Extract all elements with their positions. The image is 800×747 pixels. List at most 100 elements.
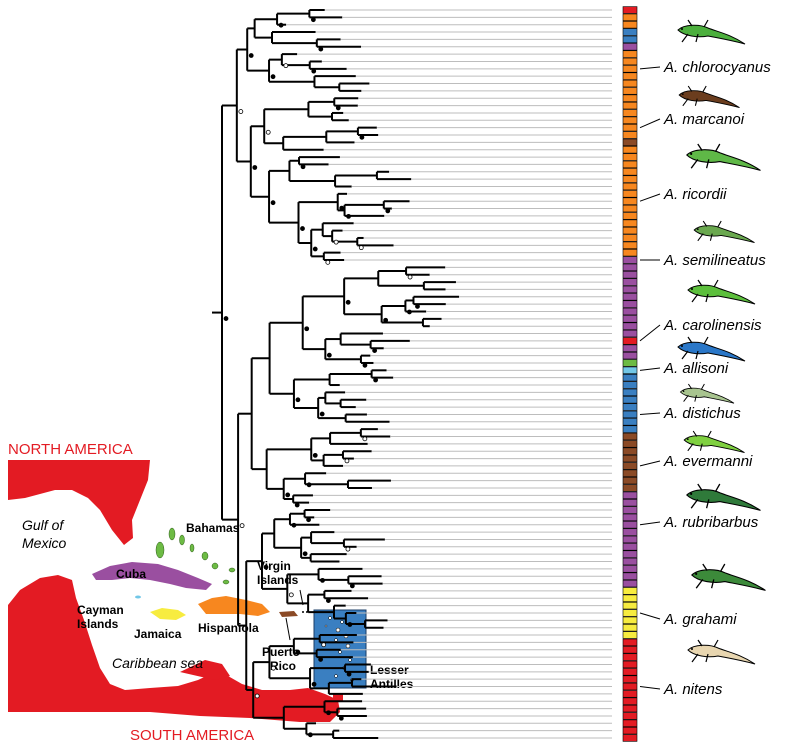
support-dot [346,213,351,219]
region-box [622,690,638,698]
lizard-eye [691,288,693,290]
region-box [622,396,638,404]
support-dot [318,46,324,52]
region-box [622,43,638,51]
support-dot [344,458,350,464]
lizard-body [693,225,755,244]
lizard-legs [681,336,709,360]
jamaica-island [150,608,186,620]
support-dot [407,309,412,315]
support-dot [321,642,327,648]
region-box [622,410,638,419]
region-box [622,668,638,676]
region-box [622,726,638,735]
support-dot [320,577,325,583]
lizard-eye [681,28,683,30]
support-dot [326,352,332,358]
region-box [622,241,638,249]
support-dot [263,564,269,570]
support-dot [311,68,317,74]
species-leader-line [639,412,661,415]
region-box [622,256,638,264]
region-box [622,160,638,169]
region-box [622,476,638,485]
region-box [622,660,638,669]
region-box [622,646,638,654]
region-box [622,565,638,573]
region-box [622,638,638,647]
region-box [622,734,638,742]
lizard-eye [681,345,683,347]
species-leader-line [639,118,661,129]
region-box [622,469,638,477]
lizard-body [678,90,740,109]
caribbean-map: NORTH AMERICA SOUTH AMERICA Gulf of Mexi… [8,441,414,744]
region-box [622,322,638,330]
label-gulf-line1: Gulf of [22,517,65,533]
support-dot [372,348,378,353]
support-dot [254,693,260,699]
support-dot [362,362,368,368]
region-box [622,344,638,352]
support-dot [347,622,353,627]
region-box [622,594,638,602]
lizard-icon [691,563,766,591]
trinidad-island [333,694,343,702]
label-south-america: SOUTH AMERICA [130,727,254,744]
lizard-illustrations [677,19,766,665]
region-box [622,491,638,500]
support-dot [338,715,344,721]
region-box [622,87,638,95]
label-hispaniola: Hispaniola [198,621,259,635]
support-dot [295,397,301,403]
region-box [622,300,638,308]
lizard-body [683,435,745,454]
region-box [622,197,638,205]
species-leader-line [639,66,661,70]
region-box [622,79,638,88]
support-dot [291,522,297,528]
support-dot [349,583,355,589]
species-label: A. grahami [663,611,737,628]
support-dot [359,134,365,140]
cuba-island [92,562,212,590]
support-dot [278,22,284,28]
lizard-body [691,569,766,591]
lizard-eye [690,492,693,495]
lizard-icon [677,336,746,362]
region-box [622,101,638,110]
support-dot [285,492,291,498]
species-leader-line [639,367,661,371]
lizard-legs [695,563,726,589]
region-box [622,697,638,705]
support-dot [325,259,331,265]
bahamas-islands [155,527,236,585]
region-box [622,601,638,610]
region-box [622,234,638,242]
region-box [622,226,638,235]
region-box [622,212,638,220]
lizard-body [679,387,735,404]
region-box [622,13,638,22]
species-label: A. carolinensis [663,317,762,334]
region-box [622,175,638,183]
region-box [622,94,638,102]
region-box [622,168,638,176]
region-box [622,263,638,272]
region-box [622,506,638,514]
support-dot [306,517,311,523]
label-cayman-line1: Cayman [77,603,124,617]
region-box [622,557,638,566]
lizard-icon [693,220,755,244]
region-box [622,219,638,227]
support-dot [311,681,317,687]
region-box [622,704,638,713]
region-box [622,616,638,625]
lizard-eye [691,648,693,650]
lizard-eye [695,572,698,575]
support-dot [335,105,341,111]
support-dot [239,523,245,529]
label-cuba: Cuba [116,567,146,581]
support-dot [385,208,391,214]
